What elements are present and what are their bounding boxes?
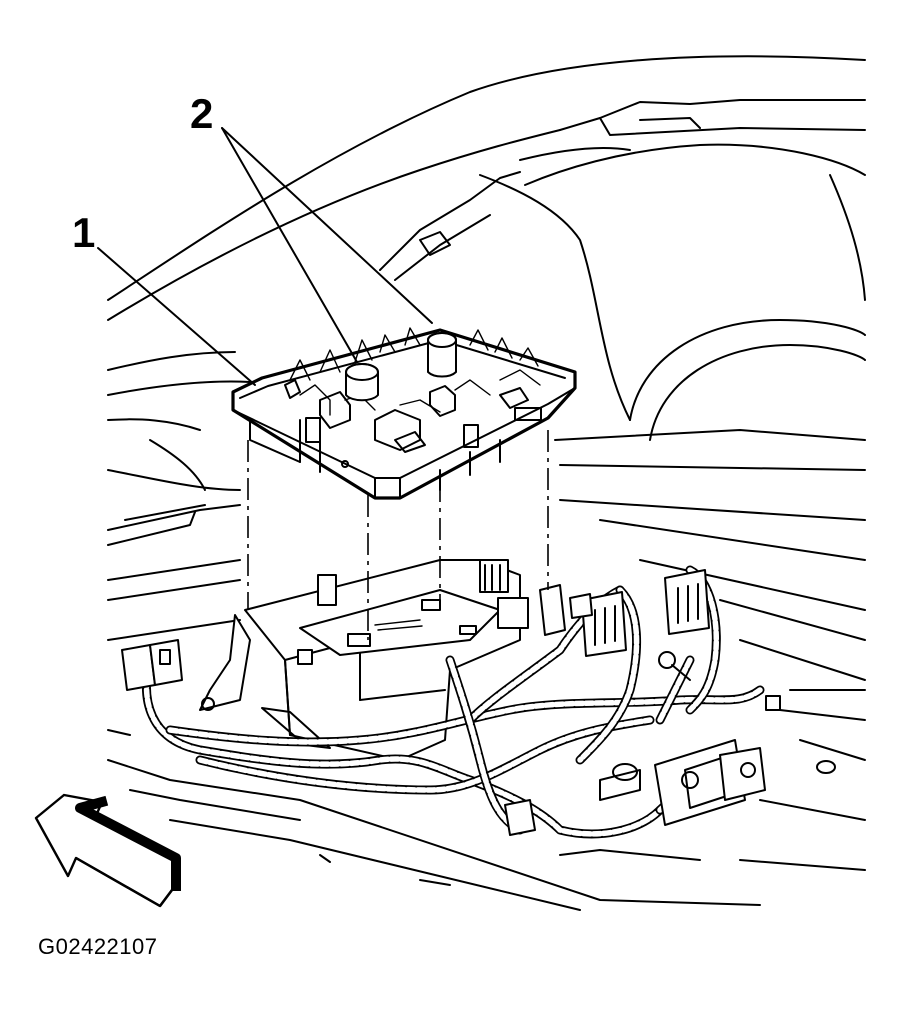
alignment-lines: [247, 430, 549, 640]
retaining-fasteners: [345, 332, 457, 402]
vehicle-body-background: [107, 55, 866, 491]
fuse-relay-block-housing: [231, 327, 577, 500]
harness-connectors: [121, 569, 766, 836]
floor-panel: [107, 429, 866, 911]
front-of-vehicle-arrow: [34, 793, 181, 908]
figure-id: G02422107: [38, 934, 158, 959]
callout-leaders: [97, 127, 433, 386]
callout-label-1: 1: [72, 209, 95, 256]
callout-label-2: 2: [190, 90, 213, 137]
fuse-block-base: [199, 559, 529, 761]
